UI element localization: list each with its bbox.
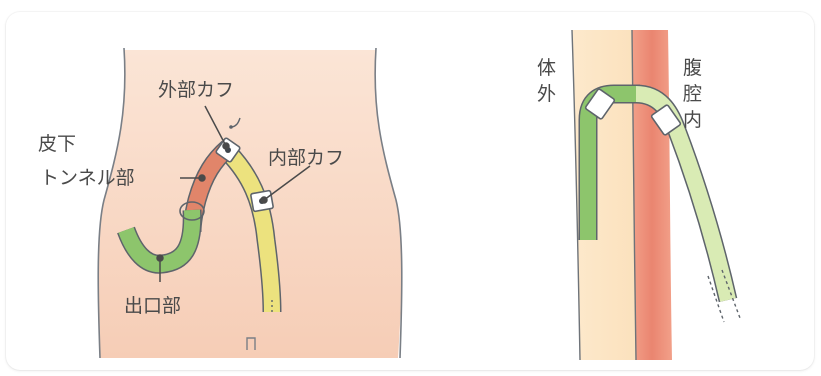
outside-body-label-char1: 体 xyxy=(537,57,556,79)
exit-site-label: 出口部 xyxy=(124,295,181,317)
outside-body-label-char2: 外 xyxy=(537,83,556,105)
subcutaneous-tunnel-label-line2: トンネル部 xyxy=(40,167,135,189)
peritoneal-label-char3: 内 xyxy=(683,109,702,131)
muscle-layer xyxy=(632,30,672,360)
outer-cuff-label: 外部カフ xyxy=(158,79,234,101)
peritoneal-label-char2: 腔 xyxy=(683,83,702,105)
subcutaneous-tunnel-label-line1: 皮下 xyxy=(38,133,76,155)
inner-cuff-label: 内部カフ xyxy=(268,147,344,169)
peritoneal-label-char1: 腹 xyxy=(683,57,702,79)
